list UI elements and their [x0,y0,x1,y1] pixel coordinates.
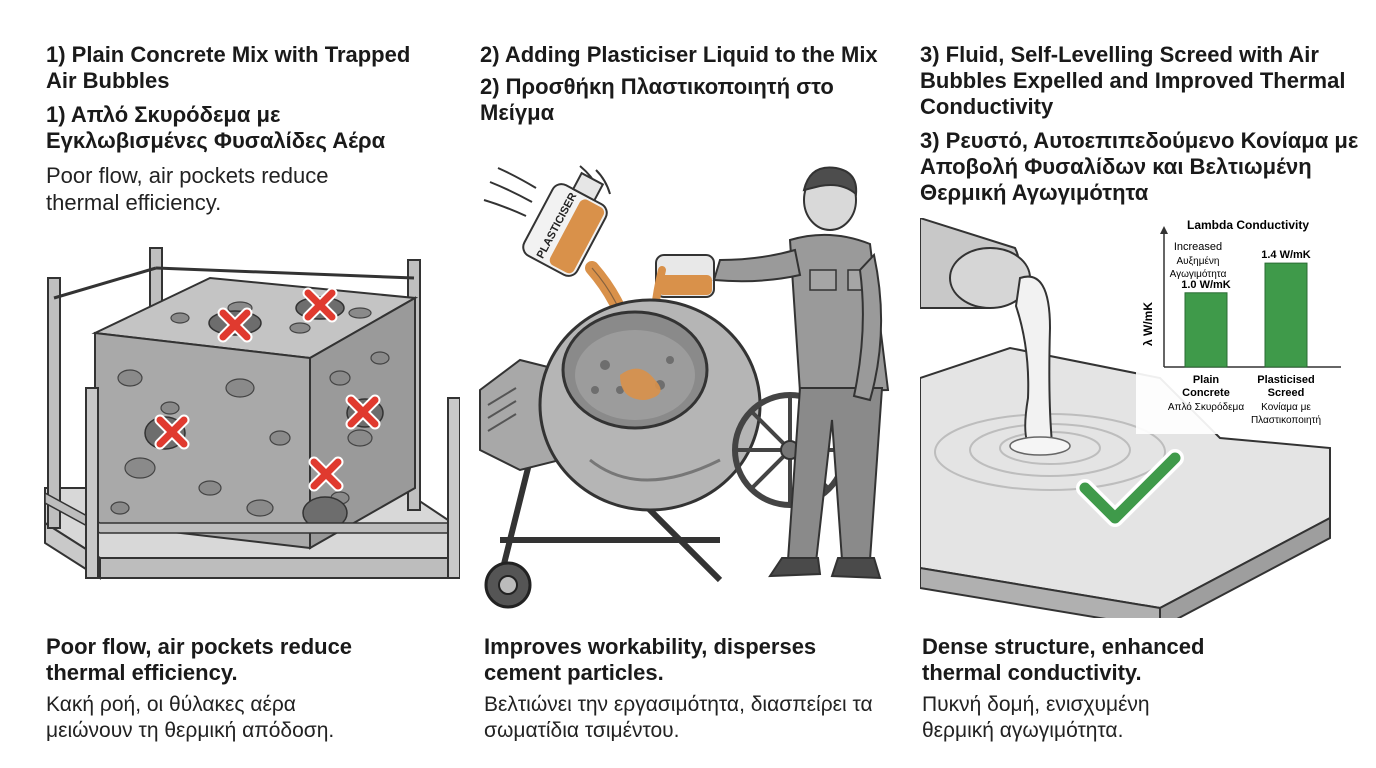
bar-value-label-plasticised-screed: 1.4 W/mK [1261,249,1311,261]
screed-illustration [920,218,1331,618]
chart-ylabel: λ W/mK [1141,302,1155,346]
category-label-el-plain-concrete: Απλό Σκυρόδεμα [1168,401,1244,413]
panel2-title-en: 2) Adding Plasticiser Liquid to the Mix [480,42,878,67]
chart-annotation-el-1: Αυξημένη [1177,255,1220,267]
panel-self-levelling-screed: 3) Fluid, Self-Levelling Screed with Air… [910,0,1376,768]
lambda-conductivity-chart: Lambda Conductivity λ W/mK Increased Αυξ… [1136,212,1350,434]
panel1-caption-el: Κακή ροή, οι θύλακες αέρα μειώνουν τη θε… [46,693,335,742]
cross-mark-icon [154,287,381,492]
panel2-caption-el: Βελτιώνει την εργασιμότητα, διασπείρει τ… [484,693,873,742]
bar-plasticised-screed [1264,262,1308,368]
plain-concrete-illustration [44,247,460,580]
panel-plain-concrete: 1) Plain Concrete Mix with Trapped Air B… [0,0,460,768]
panel3-caption-en: Dense structure, enhanced thermal conduc… [922,634,1205,685]
mixer-illustration: PLASTICISER [479,165,890,609]
panel1-caption-en: Poor flow, air pockets reduce thermal ef… [46,634,353,685]
category-label-plasticised-screed-2: Screed [1268,387,1305,399]
bar-value-label-plain-concrete: 1.0 W/mK [1181,279,1231,291]
panel2-caption-en: Improves workability, disperses cement p… [484,634,817,685]
panel1-title-en: 1) Plain Concrete Mix with Trapped Air B… [46,42,411,93]
category-label-el-plasticised-screed-1: Κονίαμα με [1261,401,1311,413]
category-label-el-plasticised-screed-2: Πλαστικοποιητή [1251,414,1321,426]
category-label-plain-concrete-2: Concrete [1182,387,1230,399]
panel3-caption-el: Πυκνή δομή, ενισχυμένη θερμική αγωγιμότη… [922,693,1150,742]
category-label-plasticised-screed-1: Plasticised [1257,374,1314,386]
bar-plain-concrete [1184,292,1228,368]
check-mark-icon [1076,449,1184,527]
panel1-subtitle: Poor flow, air pockets reduce thermal ef… [46,163,329,215]
panel3-title-en: 3) Fluid, Self-Levelling Screed with Air… [920,42,1346,119]
category-label-plain-concrete-1: Plain [1193,374,1220,386]
panel2-title-el: 2) Προσθήκη Πλαστικοποιητή στο Μείγμα [480,74,834,125]
chart-title: Lambda Conductivity [1187,218,1309,232]
chart-annotation-el-2: Αγωγιμότητα [1170,268,1227,280]
chart-y-axis-arrow [1160,226,1168,234]
panel3-title-el: 3) Ρευστό, Αυτοεπιπεδούμενο Κονίαμα με Α… [920,128,1359,205]
worker-figure [712,166,890,580]
chart-annotation-en: Increased [1174,241,1222,253]
panel-adding-plasticiser: 2) Adding Plasticiser Liquid to the Mix … [460,0,910,768]
plasticiser-bottle: PLASTICISER [522,171,608,277]
panel1-title-el: 1) Απλό Σκυρόδεμα με Εγκλωβισμένες Φυσαλ… [46,102,386,153]
